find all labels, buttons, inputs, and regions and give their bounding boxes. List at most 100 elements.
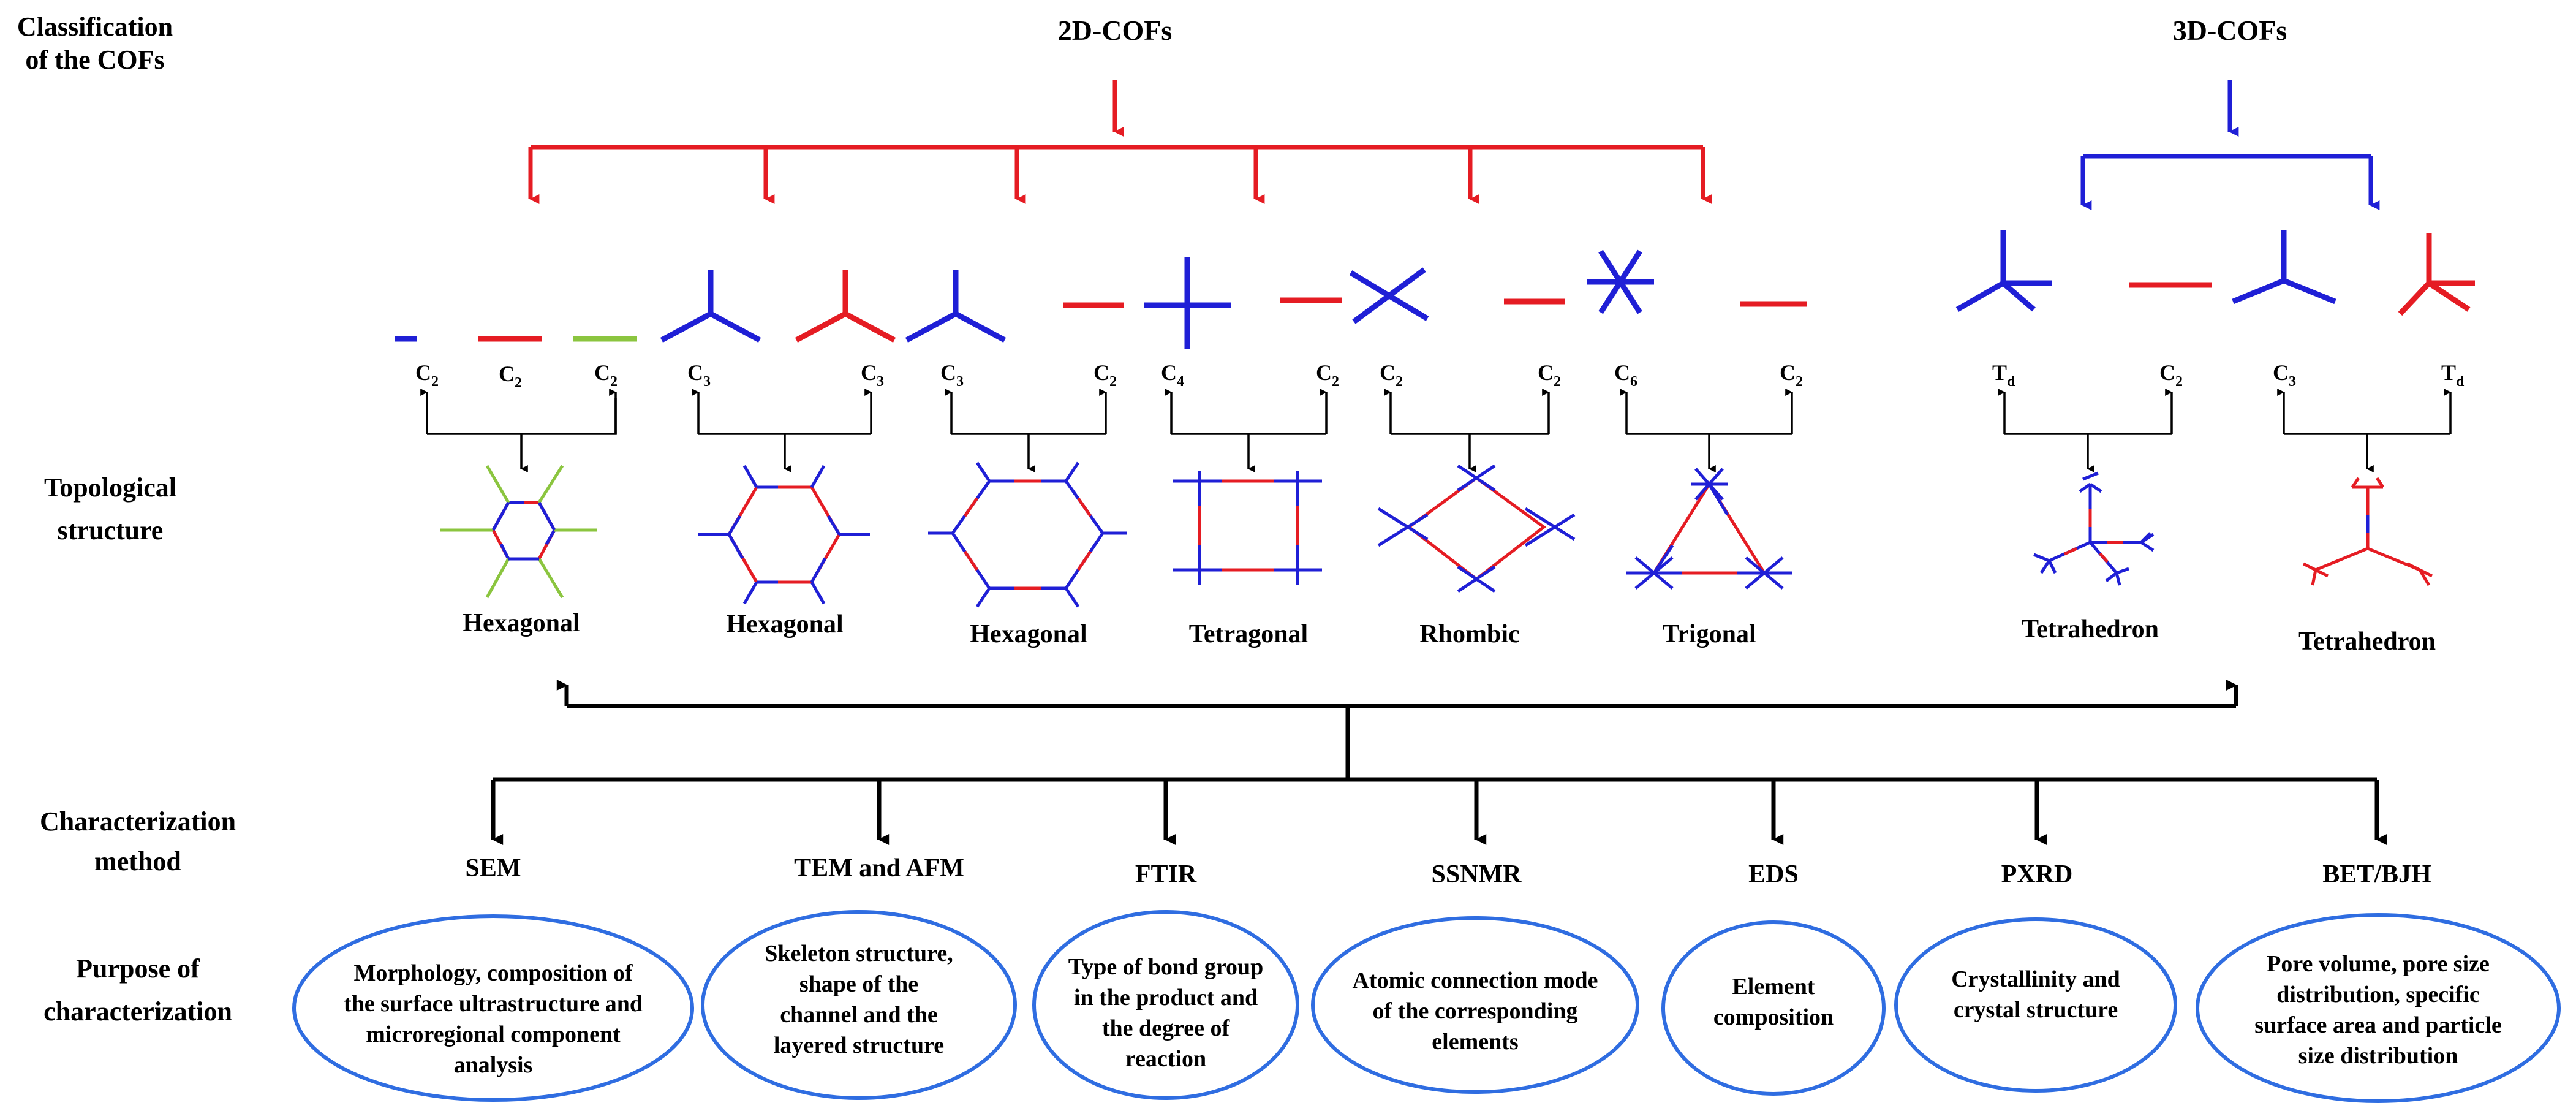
purpose-ftir: Type of bond group in the product and th…: [1068, 954, 1264, 1072]
svg-text:C2: C2: [499, 362, 522, 391]
building-blocks: [395, 230, 2475, 349]
method-name: SEM: [465, 854, 521, 882]
symmetry-label: C2: [499, 362, 522, 391]
connector: [426, 398, 617, 435]
purpose-ellipses: [292, 910, 2561, 1103]
svg-text:C3: C3: [687, 360, 711, 390]
topology-label: Rhombic: [1419, 620, 1519, 648]
topology-label: Hexagonal: [726, 610, 843, 639]
purpose-pxrd: Crystallinity and crystal structure: [1951, 966, 2120, 1023]
purpose-sem: Morphology, composition of the surface u…: [344, 960, 643, 1078]
row-label-line: characterization: [43, 996, 232, 1026]
purpose-ellipse: [292, 914, 694, 1102]
topology-labels: Hexagonal Hexagonal Hexagonal Tetragonal…: [463, 609, 2436, 656]
topology-label: Hexagonal: [463, 609, 580, 637]
td-node-blue: [1955, 230, 2052, 312]
symmetry-label: C6: [1614, 360, 1637, 390]
svg-text:C2: C2: [1093, 360, 1117, 390]
symmetry-label: Td: [2441, 360, 2465, 390]
svg-text:Td: Td: [2441, 360, 2465, 390]
topology-label: Tetrahedron: [2022, 615, 2159, 643]
symmetry-label: C3: [940, 360, 964, 390]
c2-x-node-blue: [1349, 267, 1429, 324]
purpose-line: composition: [1713, 1004, 1834, 1030]
purpose-ellipse: [1894, 917, 2177, 1093]
method-bracket: [491, 680, 2387, 845]
svg-text:C6: C6: [1614, 360, 1637, 390]
purpose-line: layered structure: [774, 1033, 944, 1058]
row-label-line: structure: [58, 515, 164, 545]
purpose-ellipse: [2196, 913, 2561, 1103]
row-label-line: Characterization: [40, 806, 236, 836]
purpose-line: the surface ultrastructure and: [344, 991, 643, 1017]
symmetry-labels: C2 C2 C2 C3 C3 C3 C2 C4 C2 C2 C2 C6 C2 T…: [415, 360, 2465, 391]
c4-node-blue: [1144, 257, 1231, 349]
purpose-line: Skeleton structure,: [765, 941, 953, 966]
row-label-line: Topological: [44, 472, 176, 503]
svg-text:C3: C3: [940, 360, 964, 390]
symmetry-label: C2: [1316, 360, 1339, 390]
row-label-line: method: [94, 846, 181, 876]
row-label-line: Purpose of: [76, 954, 200, 984]
purpose-ellipse: [1661, 920, 1886, 1096]
symmetry-label: C2: [1780, 360, 1803, 390]
purpose-bet-bjh: Pore volume, pore size distribution, spe…: [2254, 951, 2502, 1069]
row-label-purpose: Purpose of characterization: [43, 954, 232, 1026]
row-label-topological: Topological structure: [44, 472, 176, 545]
purpose-ellipse: [1032, 910, 1299, 1100]
symmetry-label: Td: [1992, 360, 2015, 390]
purpose-line: reaction: [1125, 1046, 1206, 1072]
row-label-line: of the COFs: [25, 45, 164, 75]
header-3d-cofs: 3D-COFs: [2173, 15, 2287, 46]
svg-text:C2: C2: [1780, 360, 1803, 390]
method-names: SEM TEM and AFM FTIR SSNMR EDS PXRD BET/…: [465, 854, 2431, 889]
symmetry-label: C3: [861, 360, 884, 390]
c3-node-blue: [905, 270, 1007, 343]
row-label-line: Classification: [17, 12, 173, 42]
topology-tetrahedron-2: [2302, 477, 2433, 586]
purpose-eds: Element composition: [1713, 974, 1834, 1030]
purpose-line: Type of bond group: [1068, 954, 1264, 980]
topology-label: Trigonal: [1662, 620, 1756, 648]
header-2d-cofs: 2D-COFs: [1058, 15, 1173, 46]
method-name: TEM and AFM: [794, 854, 964, 882]
symmetry-label: C2: [415, 360, 439, 390]
bracket-2d: [528, 80, 1712, 204]
purpose-line: in the product and: [1074, 985, 1258, 1011]
topology-structures: [440, 461, 2433, 608]
svg-text:C2: C2: [594, 360, 618, 390]
topology-hexagonal-1: [440, 465, 597, 599]
purpose-line: crystal structure: [1954, 997, 2118, 1023]
purpose-line: Crystallinity and: [1951, 966, 2120, 992]
c3-node-red: [795, 270, 896, 343]
purpose-line: analysis: [454, 1052, 533, 1078]
purpose-ellipse: [1311, 916, 1639, 1094]
purpose-ellipse: [701, 910, 1017, 1100]
svg-text:C4: C4: [1161, 360, 1184, 390]
purpose-line: Element: [1732, 974, 1815, 1000]
method-name: EDS: [1748, 860, 1799, 889]
symmetry-label: C4: [1161, 360, 1184, 390]
symmetry-label: C2: [1380, 360, 1403, 390]
topology-tetragonal: [1173, 471, 1322, 585]
topology-label: Tetragonal: [1189, 620, 1308, 648]
method-name: FTIR: [1135, 860, 1197, 889]
purpose-line: shape of the: [799, 971, 918, 997]
symmetry-label: C2: [1093, 360, 1117, 390]
purpose-line: channel and the: [780, 1002, 938, 1028]
td-node-red: [2398, 233, 2475, 316]
c3-node-blue: [2232, 230, 2336, 305]
symmetry-label: C2: [2159, 360, 2183, 390]
topology-hexagonal-2: [698, 465, 870, 605]
purpose-line: surface area and particle: [2254, 1012, 2502, 1038]
svg-text:C3: C3: [861, 360, 884, 390]
svg-text:C2: C2: [1380, 360, 1403, 390]
purpose-tem-afm: Skeleton structure, shape of the channel…: [765, 941, 953, 1058]
topology-label: Tetrahedron: [2298, 628, 2436, 656]
purpose-texts: Morphology, composition of the surface u…: [344, 941, 2502, 1078]
purpose-line: Pore volume, pore size: [2267, 951, 2490, 977]
purpose-line: elements: [1432, 1029, 1518, 1055]
purpose-line: of the corresponding: [1373, 998, 1578, 1024]
